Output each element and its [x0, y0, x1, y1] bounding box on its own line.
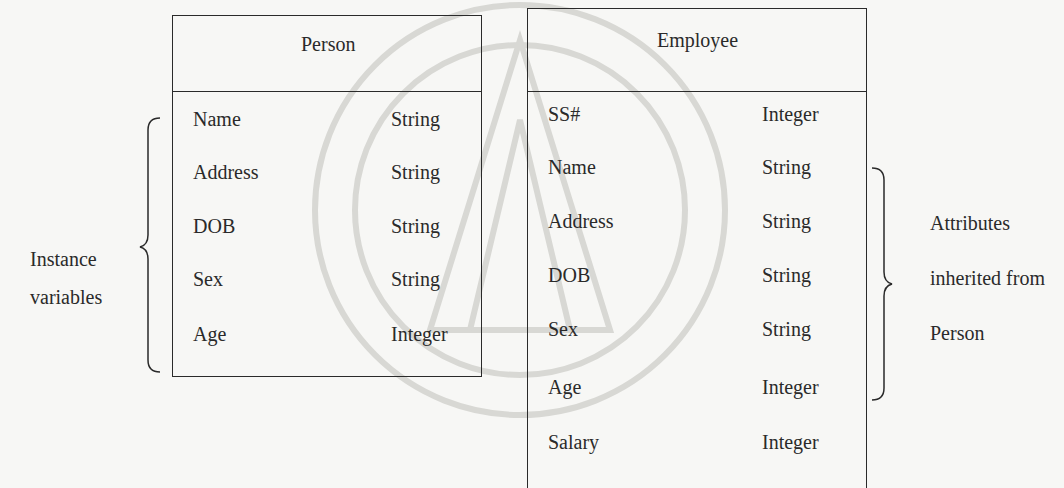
- attribute-name: Name: [548, 155, 596, 179]
- attribute-name: SS#: [548, 102, 580, 126]
- attribute-type: Integer: [762, 430, 819, 454]
- attribute-name: Address: [193, 160, 259, 184]
- right-bracket: [872, 168, 892, 400]
- attribute-type: String: [391, 107, 440, 131]
- attribute-name: Salary: [548, 430, 599, 454]
- attribute-name: Sex: [193, 267, 223, 291]
- attribute-type: Integer: [762, 375, 819, 399]
- attribute-type: String: [762, 317, 811, 341]
- attribute-type: Integer: [391, 322, 448, 346]
- attribute-name: Address: [548, 209, 614, 233]
- attribute-name: Age: [193, 322, 226, 346]
- class-box: PersonNameStringAddressStringDOBStringSe…: [172, 15, 482, 377]
- attribute-type: String: [391, 214, 440, 238]
- attribute-type: String: [762, 155, 811, 179]
- attribute-type: String: [762, 263, 811, 287]
- attribute-type: String: [762, 209, 811, 233]
- attribute-type: Integer: [762, 102, 819, 126]
- class-name: Employee: [657, 28, 738, 52]
- watermark-seal: [315, 5, 725, 415]
- class-box: EmployeeSS#IntegerNameStringAddressStrin…: [527, 8, 867, 488]
- left-bracket: [140, 118, 160, 372]
- attribute-name: DOB: [193, 214, 235, 238]
- bracket-label: Instance variables: [30, 240, 130, 316]
- attribute-name: Sex: [548, 317, 578, 341]
- attribute-name: DOB: [548, 263, 590, 287]
- bracket-label: Attributes inherited from Person: [930, 196, 1060, 361]
- attribute-name: Age: [548, 375, 581, 399]
- attribute-name: Name: [193, 107, 241, 131]
- attribute-type: String: [391, 160, 440, 184]
- class-name: Person: [301, 32, 355, 56]
- attribute-type: String: [391, 267, 440, 291]
